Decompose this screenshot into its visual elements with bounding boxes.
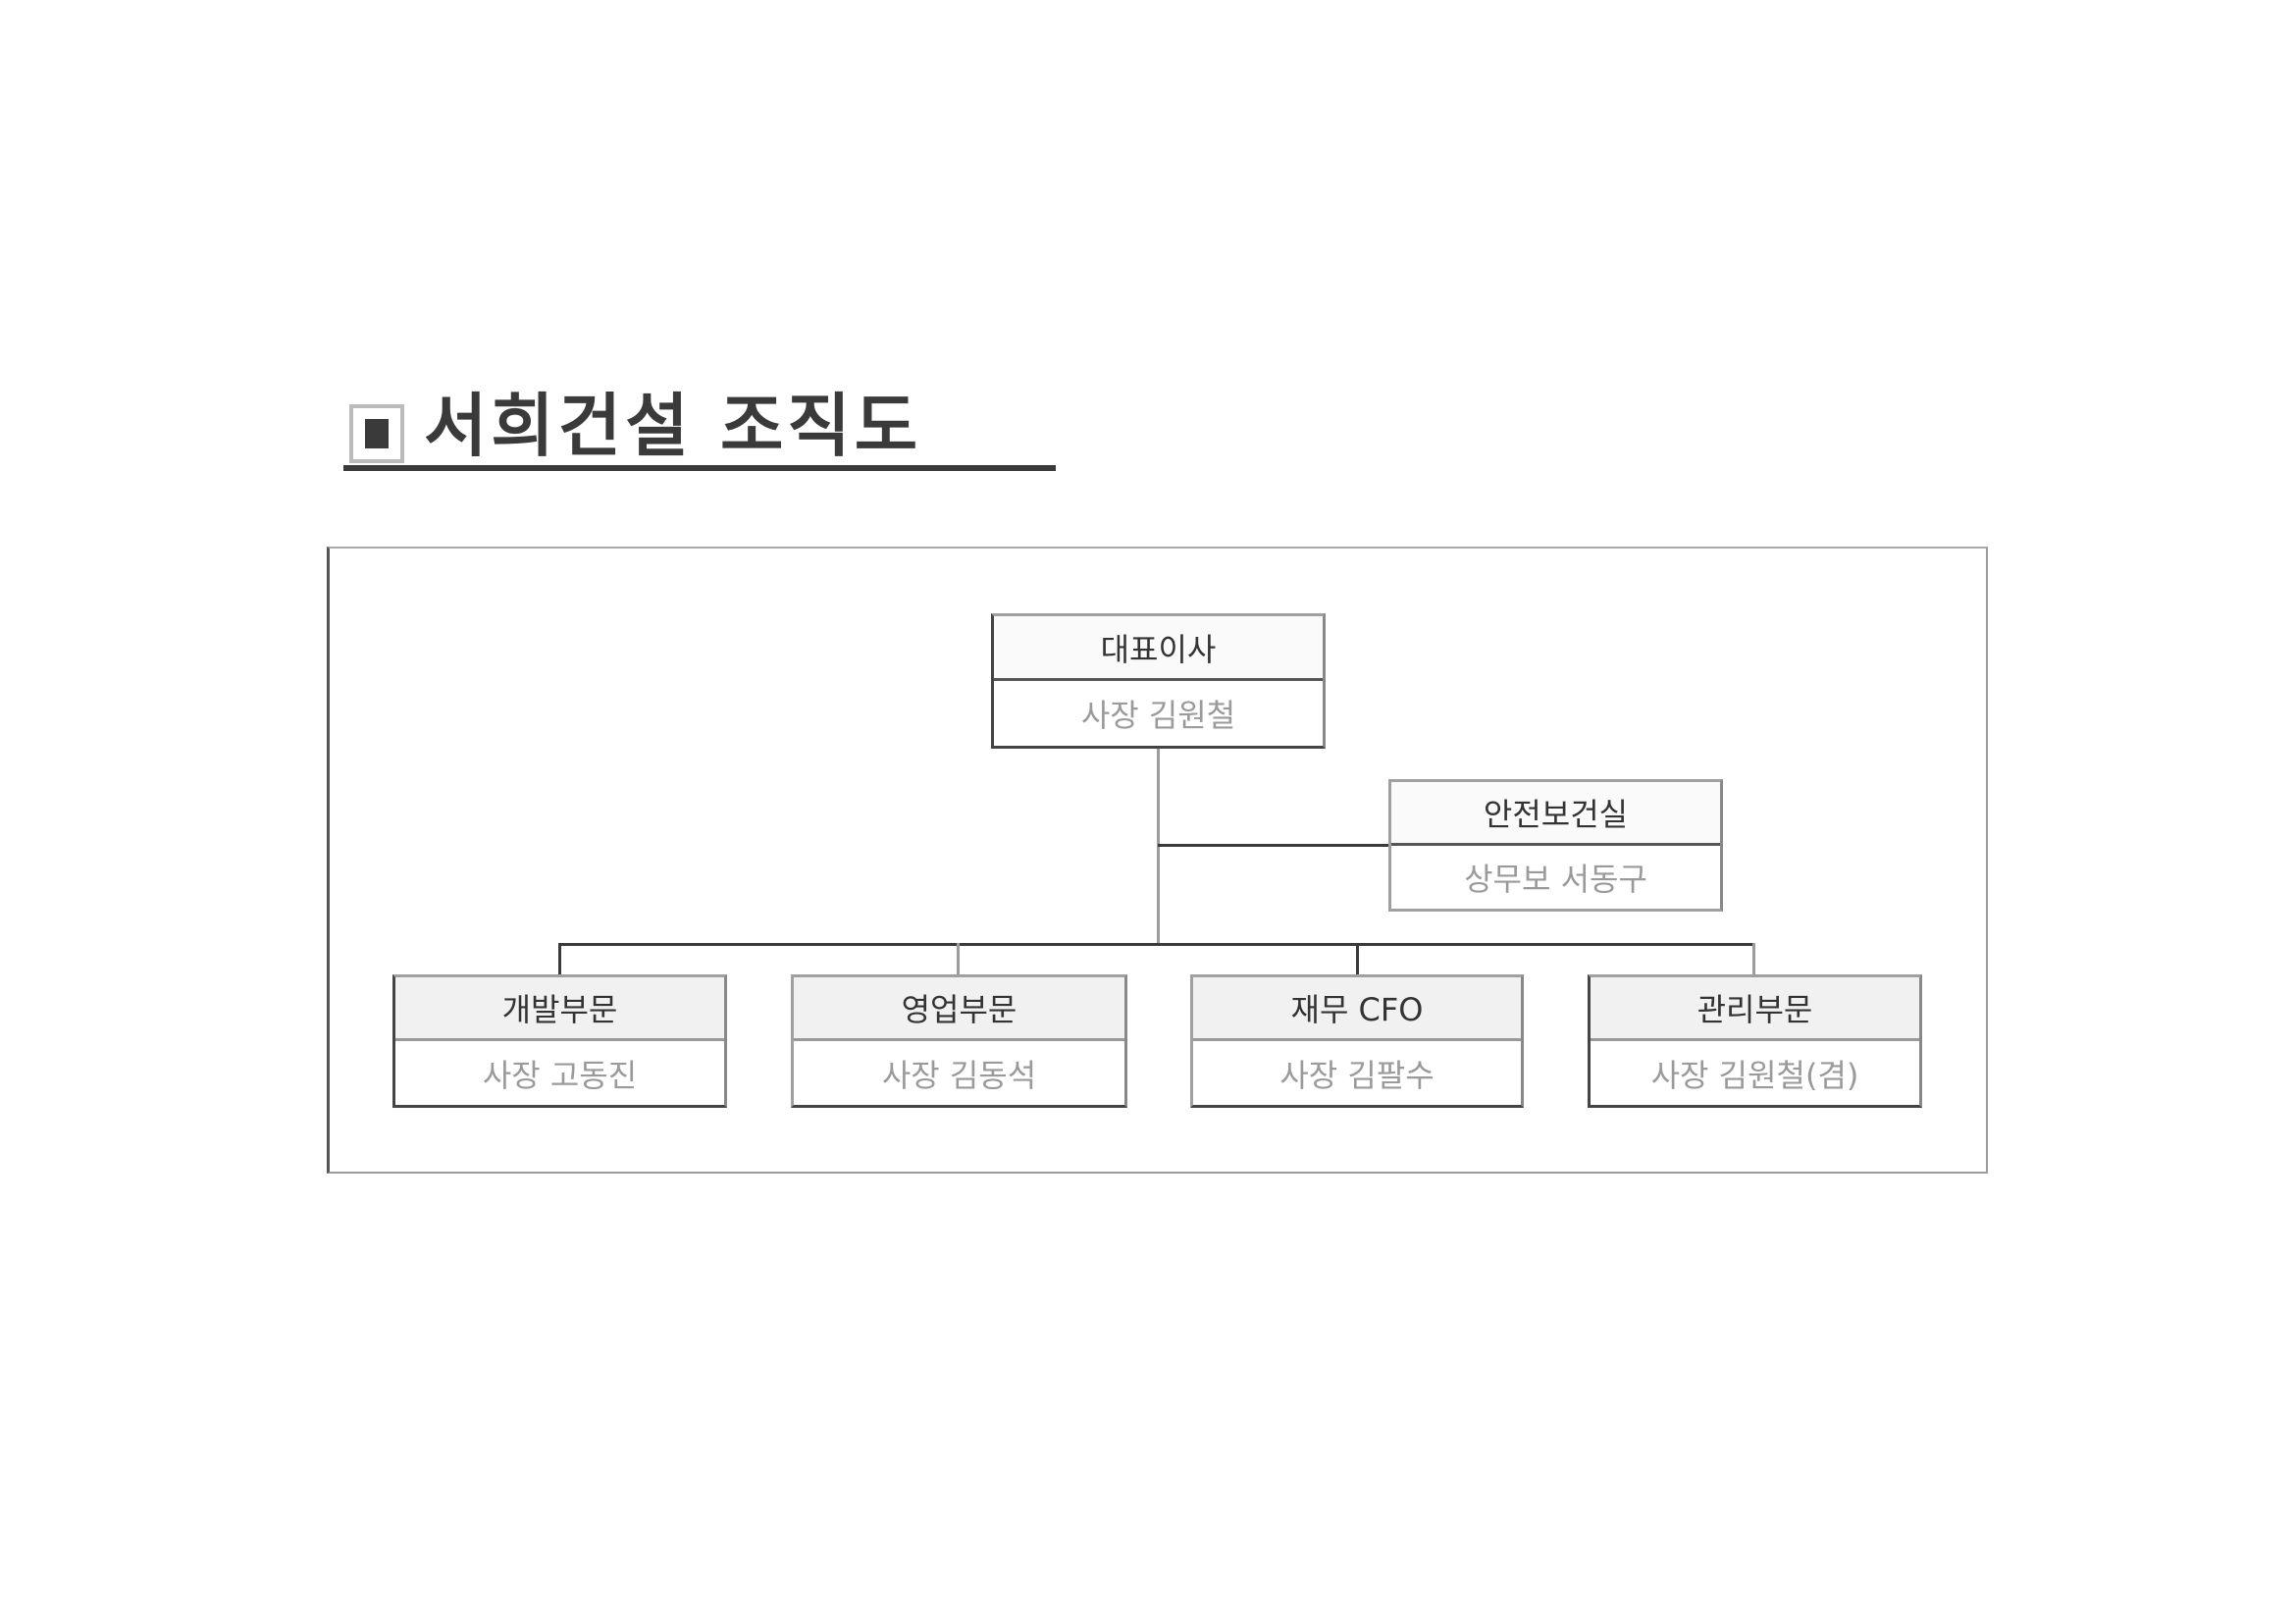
org-box-person: 사장 고동진 xyxy=(482,1056,638,1094)
page-title-text: 서희건설 조직도 xyxy=(424,386,922,466)
org-box-person: 사장 김원철 xyxy=(1080,697,1236,734)
connector-drop-1 xyxy=(558,943,561,975)
org-box-title: 안전보건실 xyxy=(1391,782,1720,846)
org-box-management: 관리부문 사장 김원철(겸) xyxy=(1588,974,1922,1108)
org-box-person: 사장 김원철(겸) xyxy=(1650,1056,1859,1094)
org-box-title: 관리부문 xyxy=(1591,977,1919,1041)
connector-drop-4 xyxy=(1752,943,1755,975)
org-box-person: 사장 김동석 xyxy=(881,1056,1037,1094)
org-box-title: 재무 CFO xyxy=(1193,977,1521,1041)
connector-staff xyxy=(1158,844,1389,847)
connector-drop-3 xyxy=(1356,943,1359,975)
org-box-title: 대표이사 xyxy=(994,616,1323,681)
org-box-title: 개발부문 xyxy=(395,977,724,1041)
connector-bus xyxy=(559,943,1754,946)
org-box-sales: 영업부문 사장 김동석 xyxy=(791,974,1127,1108)
org-box-ceo: 대표이사 사장 김원철 xyxy=(991,613,1326,749)
square-bullet-icon xyxy=(349,404,404,463)
org-box-title: 영업부문 xyxy=(794,977,1124,1041)
org-box-person: 사장 김팔수 xyxy=(1279,1056,1435,1094)
connector-drop-2 xyxy=(957,943,960,975)
page-title: 서희건설 조직도 xyxy=(343,383,1056,471)
org-box-safety-health: 안전보건실 상무보 서동구 xyxy=(1388,779,1723,912)
org-chart-frame xyxy=(327,547,1988,1174)
org-box-development: 개발부문 사장 고동진 xyxy=(392,974,727,1108)
org-box-finance-cfo: 재무 CFO 사장 김팔수 xyxy=(1190,974,1524,1108)
org-box-person: 상무보 서동구 xyxy=(1464,860,1647,898)
